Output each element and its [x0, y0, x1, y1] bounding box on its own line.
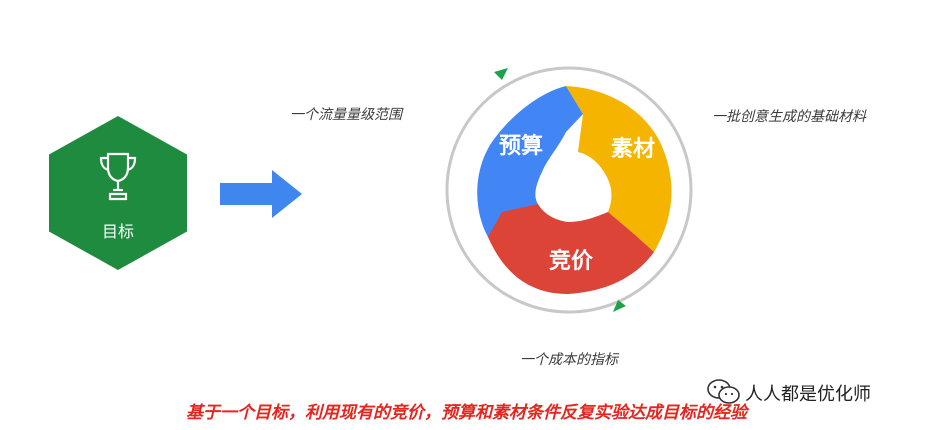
bid-segment: [488, 204, 654, 294]
cost-metric-note: 一个成本的指标: [520, 352, 618, 368]
cycle-center: [540, 154, 604, 218]
goal-label: 目标: [101, 222, 134, 241]
budget-segment: [477, 86, 583, 237]
material-label: 素材: [611, 137, 656, 162]
bid-label: 竞价: [549, 249, 594, 274]
cycle-diagram: [445, 66, 693, 314]
flow-range-note: 一个流量量级范围: [290, 107, 402, 123]
orbit-arrow-bottom-icon: [613, 300, 626, 312]
right-arrow-icon: [220, 170, 302, 218]
wechat-icon: [707, 379, 740, 404]
budget-label: 预算: [499, 134, 544, 159]
footer-summary: 基于一个目标，利用现有的竞价，预算和素材条件反复实验达成目标的经验: [186, 403, 747, 423]
creative-material-note: 一批创意生成的基础材料: [712, 109, 866, 125]
material-segment: [566, 86, 672, 252]
trophy-icon: [99, 152, 137, 201]
watermark-text: 人人都是优化师: [745, 384, 871, 405]
orbit-ring: [445, 66, 693, 314]
orbit-arrow-top-icon: [494, 68, 508, 80]
